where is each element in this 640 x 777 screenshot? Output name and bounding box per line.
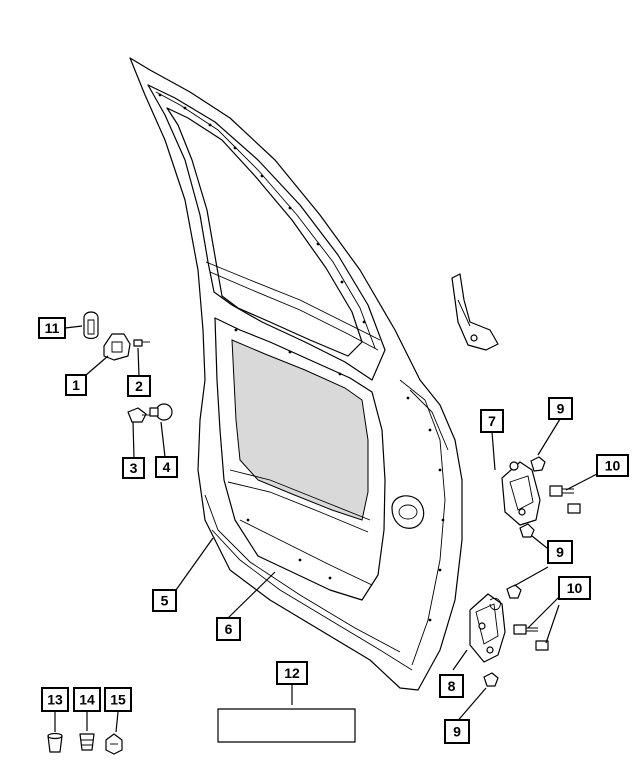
grommet-4 bbox=[149, 403, 173, 421]
callout-15: 15 bbox=[104, 687, 132, 712]
fastener-13 bbox=[47, 732, 63, 753]
callout-11: 11 bbox=[38, 317, 66, 339]
callout-11-label: 11 bbox=[45, 320, 60, 336]
callout-12: 12 bbox=[276, 661, 308, 685]
callout-15-label: 15 bbox=[110, 692, 126, 708]
callout-14-label: 14 bbox=[79, 692, 95, 708]
callout-5-label: 5 bbox=[161, 593, 169, 609]
leader-lines bbox=[54, 325, 598, 733]
callout-2: 2 bbox=[127, 375, 151, 397]
callout-1: 1 bbox=[65, 374, 87, 396]
fastener-15 bbox=[105, 733, 123, 755]
nameplate bbox=[217, 708, 356, 743]
callout-3: 3 bbox=[122, 457, 145, 479]
bolt-3 bbox=[127, 407, 152, 423]
callout-4: 4 bbox=[155, 456, 178, 478]
callout-12-label: 12 bbox=[284, 665, 300, 681]
upper-hinge bbox=[501, 461, 541, 526]
callout-2-label: 2 bbox=[135, 378, 143, 394]
fastener-14 bbox=[79, 733, 95, 751]
screw-2 bbox=[133, 339, 150, 347]
callout-10-bottom: 10 bbox=[558, 576, 591, 600]
callout-7-label: 7 bbox=[488, 413, 496, 429]
callout-9-bottom: 9 bbox=[444, 719, 470, 744]
callout-6-label: 6 bbox=[225, 621, 233, 637]
door-shell bbox=[129, 57, 463, 691]
callout-7: 7 bbox=[480, 409, 504, 433]
clip-11 bbox=[83, 311, 99, 340]
callout-8: 8 bbox=[439, 674, 464, 698]
callout-6: 6 bbox=[216, 617, 241, 641]
callout-14: 14 bbox=[73, 687, 101, 712]
callout-9-bottom-label: 9 bbox=[453, 724, 461, 740]
callout-1-label: 1 bbox=[72, 377, 80, 393]
callout-3-label: 3 bbox=[130, 460, 138, 476]
callout-10-bottom-label: 10 bbox=[567, 580, 583, 596]
hinge-nuts bbox=[483, 456, 546, 687]
lower-hinge bbox=[469, 593, 506, 663]
callout-10-top: 10 bbox=[596, 454, 629, 477]
callout-9-top-label: 9 bbox=[557, 401, 565, 417]
striker-bracket bbox=[103, 333, 131, 361]
callout-13: 13 bbox=[41, 687, 69, 712]
callout-9-mid: 9 bbox=[547, 540, 573, 564]
callout-9-top: 9 bbox=[548, 397, 573, 420]
callout-5: 5 bbox=[152, 589, 177, 612]
door-check-strap bbox=[451, 273, 499, 351]
callout-10-top-label: 10 bbox=[605, 458, 621, 474]
hinge-bolts bbox=[513, 485, 581, 651]
callout-4-label: 4 bbox=[163, 459, 171, 475]
callout-8-label: 8 bbox=[448, 678, 456, 694]
callout-9-mid-label: 9 bbox=[556, 544, 564, 560]
callout-13-label: 13 bbox=[47, 692, 63, 708]
